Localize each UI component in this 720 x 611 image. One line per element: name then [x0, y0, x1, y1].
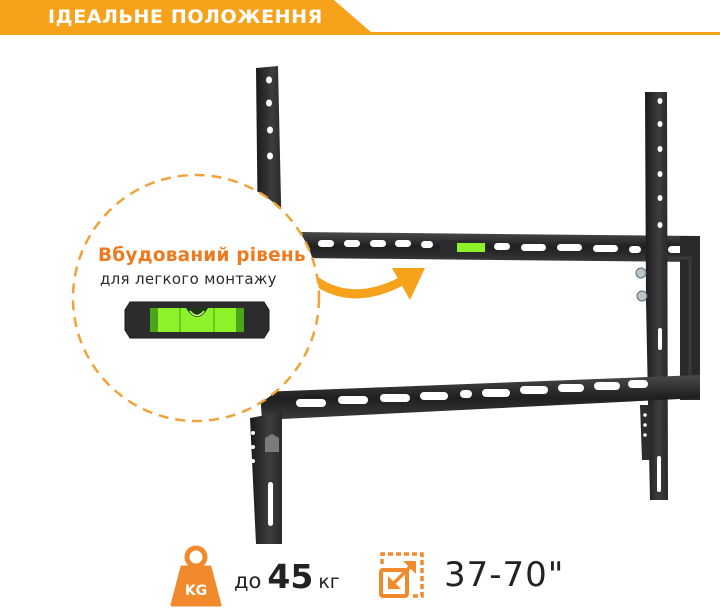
weight-prefix: до: [234, 568, 262, 593]
weight-text: до 45 кг: [234, 557, 340, 596]
spec-weight: KG до 45 кг: [170, 545, 340, 607]
weight-kg-icon: KG: [170, 545, 222, 607]
screen-size-value: 37-70": [444, 555, 565, 595]
weight-unit: кг: [318, 570, 340, 593]
banner-shape: [0, 0, 720, 35]
callout-title: Вбудований рівень: [98, 245, 306, 266]
callout-circle: [71, 173, 321, 423]
bubble-level-icon: [124, 301, 270, 339]
svg-text:KG: KG: [185, 583, 207, 599]
spec-screen-size: 37-70": [378, 550, 564, 600]
level-callout: [70, 172, 322, 424]
callout-subtitle: для легкого монтажу: [100, 270, 277, 288]
weight-value: 45: [267, 556, 314, 596]
header-banner: ІДЕАЛЬНЕ ПОЛОЖЕННЯ: [0, 0, 720, 40]
banner-title: ІДЕАЛЬНЕ ПОЛОЖЕННЯ: [48, 6, 323, 28]
resize-diagonal-icon: [379, 552, 424, 598]
mini-level: [457, 243, 485, 252]
